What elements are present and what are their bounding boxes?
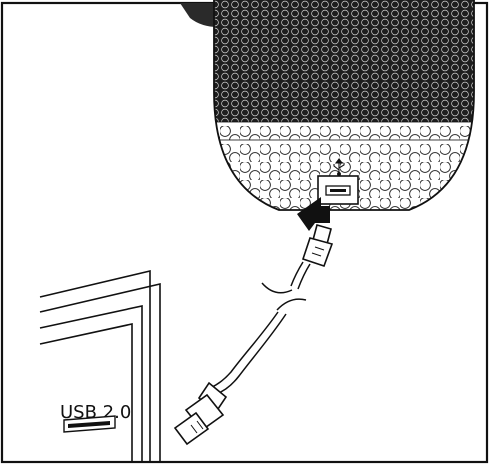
usb-cable-upper	[290, 261, 311, 290]
speaker-band	[214, 126, 474, 142]
speaker-usb-port	[317, 175, 359, 205]
computer-monitor	[39, 269, 161, 462]
speaker-dark-mesh	[214, 0, 474, 126]
usb-symbol-icon	[333, 158, 345, 176]
insert-arrow-icon	[297, 197, 330, 231]
usb-cable-lower	[209, 311, 287, 395]
cable-break-symbol	[261, 282, 307, 311]
usb-a-plug	[173, 381, 228, 446]
computer-usb-port	[63, 415, 116, 433]
micro-usb-plug	[301, 224, 334, 268]
speaker-body	[213, 0, 475, 211]
